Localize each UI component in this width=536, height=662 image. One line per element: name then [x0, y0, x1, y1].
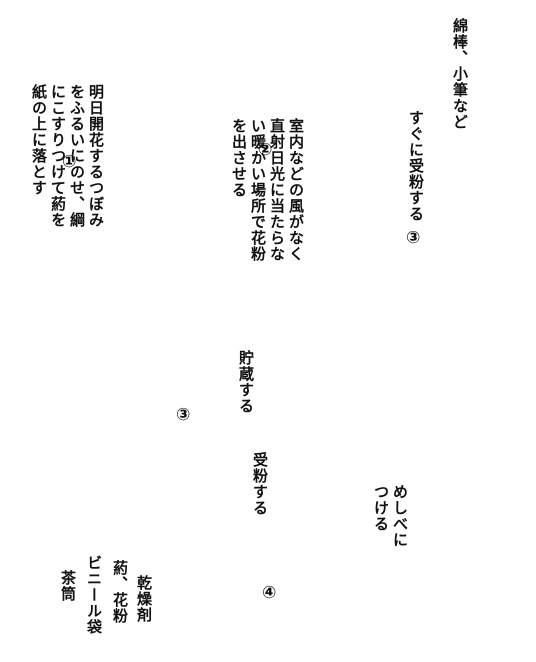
tool-label: 綿棒、小筆など [451, 18, 469, 130]
arrow-2-icon [379, 252, 413, 291]
step-2-line-2: 直射日光に当たらな [268, 118, 286, 262]
step-1-number: ① [62, 152, 77, 172]
step-1-line-1: 明日開花するつぼみ [87, 84, 105, 228]
step-3b-number: ③ [176, 405, 191, 425]
falling-anthers [105, 209, 165, 331]
apply-label: めしべに つける [352, 408, 428, 548]
step-2-line-3: い暖かい場所で花粉 [249, 118, 267, 262]
step-1-line-2: をふるいにのせ、綱 [68, 84, 86, 228]
tea-can-icon [41, 442, 229, 568]
arrow-store-icon [201, 409, 242, 454]
pollen-on-paper [450, 213, 510, 357]
step-4-text: 受粉する [251, 452, 269, 516]
anther-pile-1 [163, 200, 207, 340]
step-1-text: 明日開花するつぼみ をふるいにのせ、綱 にこすりつけて葯を 紙の上に落とす [10, 8, 124, 228]
apply-line-2: つける [372, 484, 390, 532]
arrow-step4-icon [239, 520, 273, 557]
step-4-number: ④ [262, 583, 277, 603]
apply-line-1: めしべに [391, 484, 409, 548]
step-3b-text: 貯蔵する [237, 350, 255, 414]
label-anther-pollen: 葯、花粉 [111, 560, 129, 624]
step-2-text: 室内などの風がなく 直射日光に当たらな い暖かい場所で花粉 を出させる [210, 42, 324, 262]
step-3a-number: ③ [406, 228, 421, 248]
step-3a-text: すぐに受粉する [407, 110, 425, 222]
label-desiccant: 乾燥剤 [135, 575, 153, 623]
label-tea-can: 茶筒 [59, 570, 77, 602]
step-1-line-4: 紙の上に落とす [30, 84, 48, 196]
label-bag: ビニール袋 [85, 555, 103, 635]
arrow-down-icon [457, 399, 492, 438]
step-2-line-1: 室内などの風がなく [287, 118, 305, 262]
step-2-line-4: を出させる [230, 118, 248, 198]
step-1-line-3: にこすりつけて葯を [49, 84, 67, 228]
step-2-number: ② [258, 140, 273, 160]
